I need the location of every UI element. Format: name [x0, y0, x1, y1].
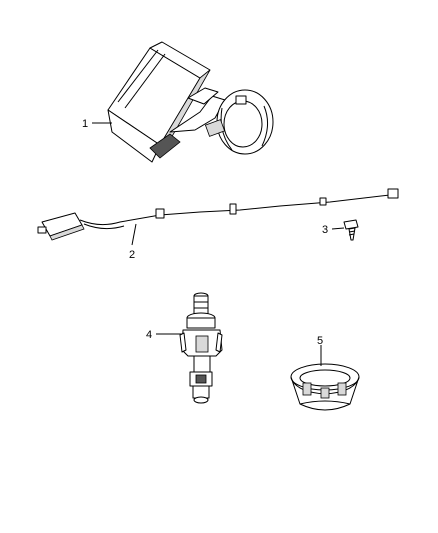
- bezel-ring-icon: 5: [290, 335, 360, 411]
- control-module-with-antenna-ring-icon: 1: [82, 41, 274, 163]
- callout-3: 3: [322, 224, 328, 236]
- callout-5: 5: [317, 335, 323, 347]
- screw-fastener-icon: 3: [322, 219, 359, 241]
- callout-1: 1: [82, 118, 88, 130]
- ignition-switch-icon: 4: [146, 292, 223, 404]
- callout-4: 4: [146, 329, 152, 341]
- callout-2: 2: [129, 249, 135, 261]
- antenna-wire-harness-icon: 2: [37, 188, 399, 261]
